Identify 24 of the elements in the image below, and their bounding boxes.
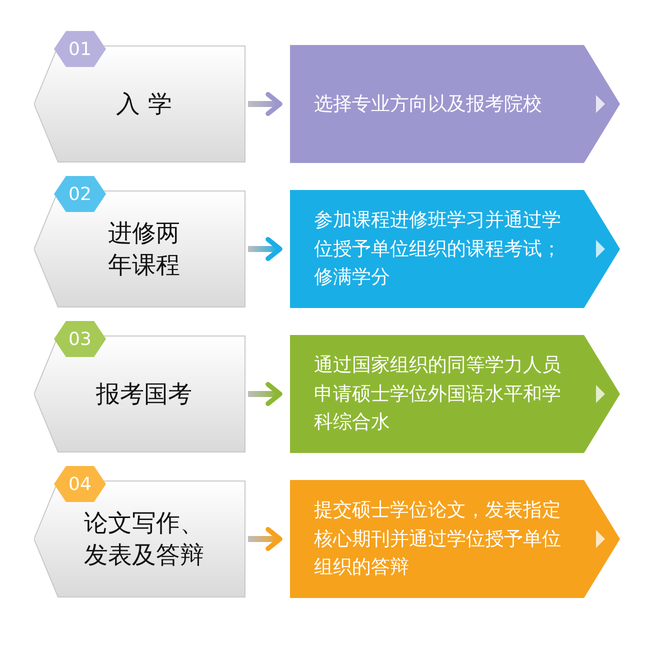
step-number: 03 — [68, 328, 92, 350]
step-title: 报考国考 — [96, 378, 192, 410]
step-number-badge — [54, 466, 106, 502]
step-description-panel — [290, 335, 620, 453]
step-description-panel — [290, 45, 620, 163]
step-description: 提交硕士学位论文，发表指定核心期刊并通过学位授予单位组织的答辩 — [314, 498, 562, 580]
step-title: 论文写作、发表及答辩 — [83, 508, 205, 571]
step-description-panel — [290, 480, 620, 598]
step-title: 入 学 — [116, 88, 172, 120]
step-number-badge — [54, 176, 106, 212]
step-number-badge — [54, 31, 106, 67]
step-description-panel — [290, 190, 620, 308]
arrow — [248, 382, 282, 406]
step-number: 04 — [68, 474, 92, 494]
step-description: 通过国家组织的同等学力人员申请硕士学位外国语水平和学科综合水 — [314, 353, 562, 436]
arrow — [248, 237, 282, 261]
step-number: 01 — [68, 38, 92, 60]
arrow — [248, 92, 282, 116]
step-title: 进修两年课程 — [107, 218, 181, 281]
step-description: 选择专业方向以及报考院校 — [314, 92, 543, 117]
step-number-badge — [54, 321, 106, 357]
arrow — [248, 527, 282, 551]
step-number: 02 — [68, 184, 92, 204]
step-description: 参加课程进修班学习并通过学位授予单位组织的课程考试；修满学分 — [314, 208, 562, 290]
